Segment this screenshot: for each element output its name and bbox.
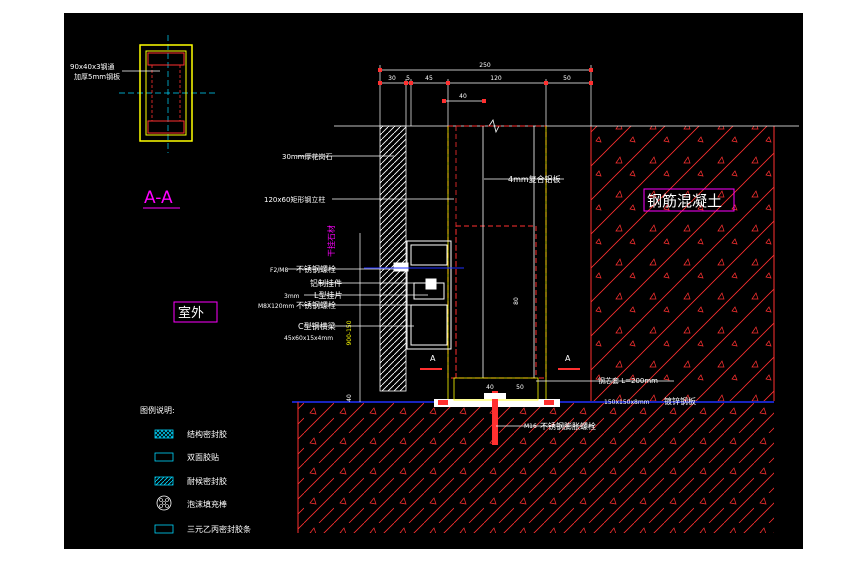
label-anchor-spec: M16 xyxy=(524,423,537,430)
label-angle-spec: 3mm xyxy=(284,293,300,300)
label-embed-plate: 镀锌钢板 xyxy=(664,396,696,406)
dim-segment-30: 30 xyxy=(388,75,396,82)
label-concrete: 钢筋混凝土 xyxy=(647,192,722,210)
dim-bottom-40: 40 xyxy=(486,384,494,391)
leader-lines-left xyxy=(288,155,454,327)
steel-sleeve xyxy=(455,225,537,379)
legend-swatch-0 xyxy=(154,429,174,439)
legend-title: 图例说明: xyxy=(140,405,175,415)
vertical-dim-label: 900-150 xyxy=(346,320,353,345)
outdoor-label-box xyxy=(173,301,218,323)
vertical-side-label: 干挂石材 xyxy=(326,225,336,257)
dim-bottom-50: 50 xyxy=(516,384,524,391)
dim-segment-120: 120 xyxy=(490,75,502,82)
label-steel-sleeve: 钢芯套 L=200mm xyxy=(598,376,658,385)
dim-segment-5: 5 xyxy=(406,75,410,82)
label-angle-piece: L型挂片 xyxy=(314,290,342,300)
dim-inner-40: 40 xyxy=(459,93,467,100)
left-dim-40: 40 xyxy=(346,394,353,402)
label-stainless-bolt-2: 不锈钢螺栓 xyxy=(296,300,336,310)
label-c-steel-spec: 45x60x15x4mm xyxy=(284,335,333,342)
anchor-bolt xyxy=(492,391,498,445)
legend-swatch-3 xyxy=(156,495,172,511)
label-outdoor: 室外 xyxy=(178,305,204,321)
label-bolt-spec-2: M8X120mm xyxy=(258,303,294,310)
legend-label-2: 耐候密封胶 xyxy=(187,476,227,486)
section-title: A-A xyxy=(144,188,173,208)
legend-swatch-2 xyxy=(154,476,174,486)
ground-slab-hatch xyxy=(298,403,774,533)
section-mark-right: A xyxy=(565,354,571,363)
embed-plate-red-2 xyxy=(544,400,554,405)
section-spec-line2: 加厚5mm钢板 xyxy=(74,72,120,81)
anchor-bolt-head xyxy=(484,393,506,399)
embed-plate-red-1 xyxy=(438,400,448,405)
label-anchor-bolt: 不锈钢膨胀螺栓 xyxy=(540,421,596,431)
label-composite-board: 4mm复合铝板 xyxy=(508,174,561,184)
section-mark-left: A xyxy=(430,354,436,363)
granite-panel xyxy=(379,125,407,392)
cad-drawing-canvas: 250 30 5 45 120 50 40 80 40 50 干挂石材 900-… xyxy=(64,13,803,549)
label-granite: 30mm厚花岗石 xyxy=(282,152,333,161)
steel-column xyxy=(447,125,547,379)
label-embed-plate-spec: 150x150x8mm xyxy=(604,399,650,406)
label-stainless-bolt-1: 不锈钢螺栓 xyxy=(296,264,336,274)
label-bolt-spec-1: F2/M8 xyxy=(270,267,288,274)
concrete-wall-hatch xyxy=(591,126,774,401)
legend-label-3: 泡沫填充棒 xyxy=(187,499,227,509)
section-view-aa xyxy=(119,35,216,153)
section-spec-line1: 90x40x3钢通 xyxy=(70,62,115,71)
top-dimension-chain xyxy=(379,65,592,126)
legend-label-4: 三元乙丙密封胶条 xyxy=(187,524,251,534)
legend-label-1: 双面胶贴 xyxy=(187,452,219,462)
top-dimension-ticks xyxy=(378,68,593,103)
dim-overall-250: 250 xyxy=(479,62,491,69)
legend-swatch-4 xyxy=(154,524,174,534)
legend-label-0: 结构密封胶 xyxy=(187,429,227,439)
dim-segment-45: 45 xyxy=(425,75,433,82)
label-aluminum-hanger: 铝制挂件 xyxy=(310,278,342,288)
top-break-zigzag xyxy=(488,119,500,134)
label-steel-column: 120x60矩形钢立柱 xyxy=(264,195,325,204)
cad-drawing: 250 30 5 45 120 50 40 80 40 50 干挂石材 900-… xyxy=(70,35,799,534)
dim-segment-50: 50 xyxy=(563,75,571,82)
legend-swatch-1 xyxy=(154,452,174,462)
concrete-label-box xyxy=(643,188,735,212)
label-c-steel-beam: C型钢横梁 xyxy=(298,321,336,331)
dim-vertical-80: 80 xyxy=(513,297,520,305)
